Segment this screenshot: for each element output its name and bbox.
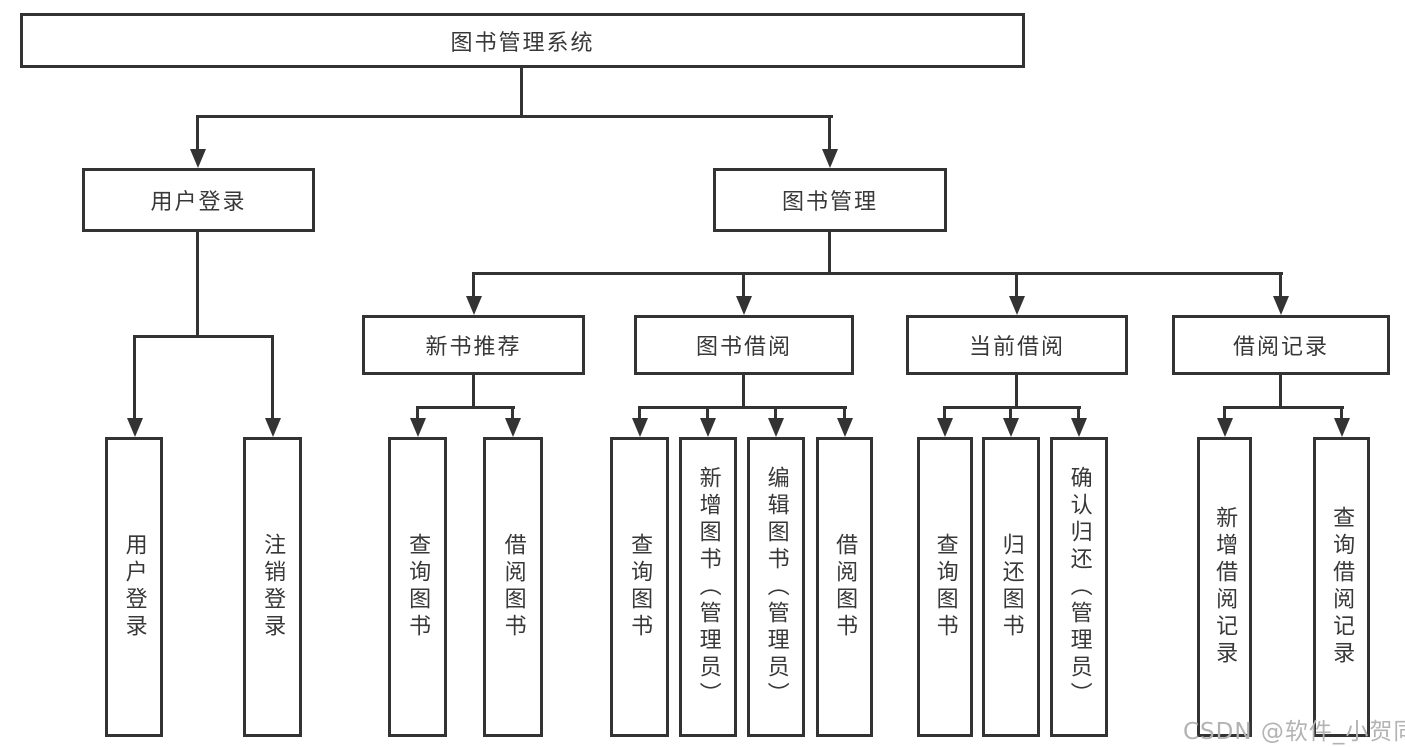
connector-line xyxy=(416,406,419,420)
arrow-down-icon xyxy=(265,418,281,437)
leaf-add-borrow-record: 新增借阅记录 xyxy=(1197,437,1252,737)
connector-line xyxy=(196,115,199,153)
arrow-down-icon xyxy=(700,418,716,437)
leaf-query-borrow-record: 查询借阅记录 xyxy=(1313,437,1370,737)
connector-line xyxy=(638,406,641,420)
arrow-down-icon xyxy=(127,418,143,437)
leaf-logout: 注销登录 xyxy=(243,437,302,737)
connector-line xyxy=(196,115,833,118)
connector-line xyxy=(1223,406,1226,420)
connector-line xyxy=(472,272,475,300)
arrow-down-icon xyxy=(937,418,953,437)
connector-line xyxy=(511,406,514,420)
node-library-management-system: 图书管理系统 xyxy=(20,13,1025,68)
arrow-down-icon xyxy=(736,296,752,315)
leaf-borrow-books: 借阅图书 xyxy=(816,437,873,737)
arrow-down-icon xyxy=(466,296,482,315)
leaf-borrow-books-recommend: 借阅图书 xyxy=(483,437,543,737)
connector-line xyxy=(706,406,709,420)
connector-line xyxy=(1077,406,1080,420)
connector-line xyxy=(1279,272,1282,300)
connector-line xyxy=(472,272,1283,275)
arrow-down-icon xyxy=(1009,296,1025,315)
connector-line xyxy=(638,406,847,409)
connector-line xyxy=(1015,272,1018,300)
leaf-return-books: 归还图书 xyxy=(982,437,1040,737)
connector-line xyxy=(1340,406,1343,420)
connector-line xyxy=(1009,406,1012,420)
connector-line xyxy=(133,335,136,420)
arrow-down-icon xyxy=(1273,296,1289,315)
connector-line xyxy=(843,406,846,420)
leaf-user-login: 用户登录 xyxy=(105,437,163,737)
connector-line xyxy=(271,335,274,420)
node-book-borrowing: 图书借阅 xyxy=(634,315,854,375)
connector-line xyxy=(520,68,523,117)
arrow-down-icon xyxy=(505,418,521,437)
arrow-down-icon xyxy=(1003,418,1019,437)
leaf-query-books-current: 查询图书 xyxy=(917,437,973,737)
connector-line xyxy=(774,406,777,420)
arrow-down-icon xyxy=(822,149,838,168)
node-book-management: 图书管理 xyxy=(713,168,947,232)
connector-line xyxy=(133,335,274,338)
connector-line xyxy=(943,406,946,420)
connector-line xyxy=(742,375,745,409)
arrow-down-icon xyxy=(410,418,426,437)
connector-line xyxy=(742,272,745,300)
leaf-confirm-return-admin: 确认归还（管理员） xyxy=(1050,437,1108,737)
connector-line xyxy=(472,375,475,409)
connector-line xyxy=(1279,375,1282,409)
connector-line xyxy=(943,406,1081,409)
arrow-down-icon xyxy=(1217,418,1233,437)
connector-line xyxy=(416,406,515,409)
arrow-down-icon xyxy=(1071,418,1087,437)
connector-line xyxy=(1223,406,1344,409)
leaf-query-books-borrowing: 查询图书 xyxy=(610,437,669,737)
arrow-down-icon xyxy=(1334,418,1350,437)
node-borrowing-records: 借阅记录 xyxy=(1172,315,1390,375)
node-new-book-recommendation: 新书推荐 xyxy=(362,315,585,375)
leaf-edit-books-admin: 编辑图书（管理员） xyxy=(747,437,805,737)
leaf-add-books-admin: 新增图书（管理员） xyxy=(679,437,737,737)
node-user-login: 用户登录 xyxy=(82,168,315,232)
csdn-watermark: CSDN @软件_小贺同学 xyxy=(1183,719,1405,745)
arrow-down-icon xyxy=(768,418,784,437)
connector-line xyxy=(828,232,831,275)
node-current-borrowing: 当前借阅 xyxy=(906,315,1128,375)
connector-line xyxy=(1015,375,1018,409)
arrow-down-icon xyxy=(632,418,648,437)
arrow-down-icon xyxy=(190,149,206,168)
connector-line xyxy=(828,115,831,153)
arrow-down-icon xyxy=(837,418,853,437)
leaf-query-books-recommend: 查询图书 xyxy=(388,437,447,737)
connector-line xyxy=(196,232,199,338)
